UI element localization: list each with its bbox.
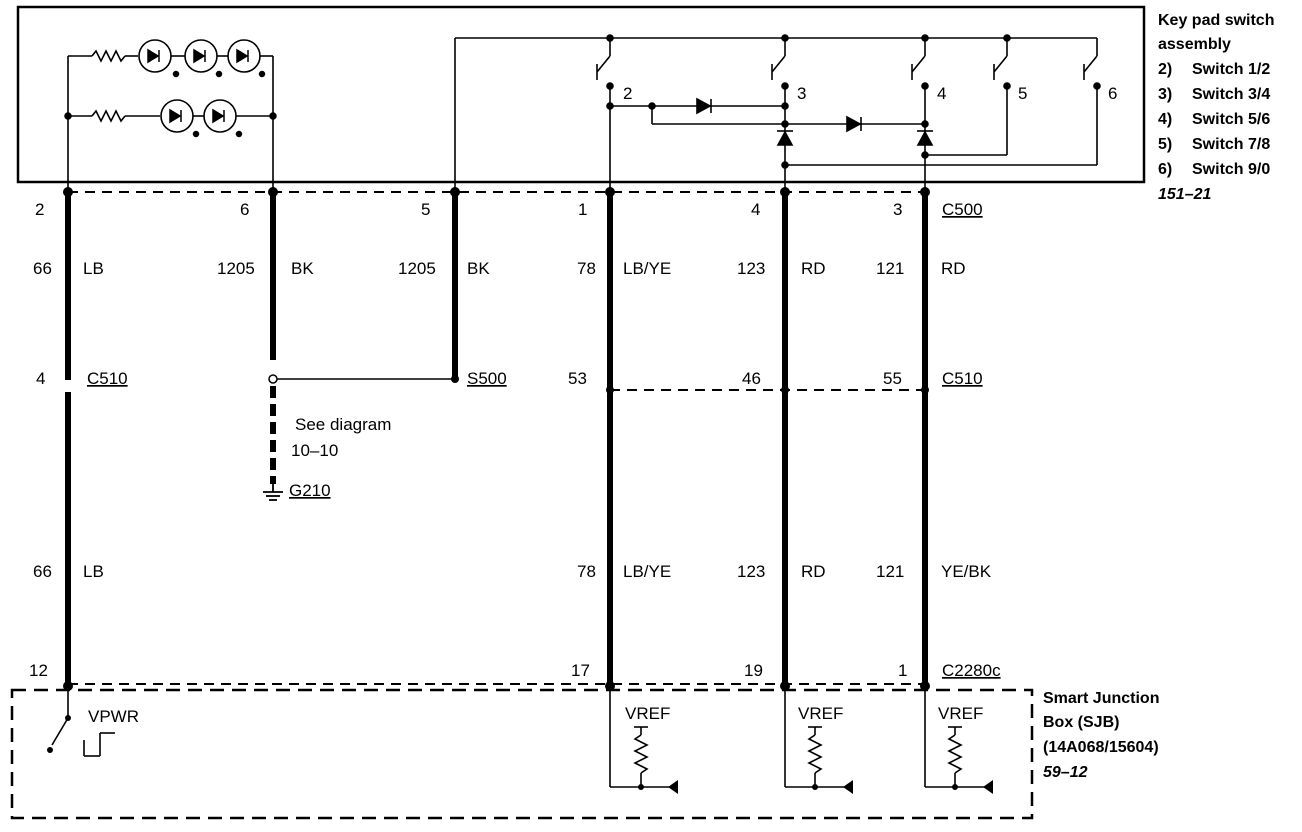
pin-bottom: 19 [744, 661, 763, 680]
ground-g210: G210 [289, 481, 331, 500]
pin-mid: 55 [883, 369, 902, 388]
wire-circuit: 121 [876, 562, 904, 581]
wire-color: BK [291, 259, 314, 278]
pin-bottom: 12 [29, 661, 48, 680]
wire-circuit: 123 [737, 259, 765, 278]
wire-junctions [63, 187, 930, 691]
vpwr-label: VPWR [88, 707, 139, 726]
switch-matrix [454, 37, 1098, 190]
wire-circuit: 123 [737, 562, 765, 581]
ground-icon [263, 484, 283, 501]
pin-top: 6 [240, 200, 249, 219]
wire-circuit: 1205 [217, 259, 255, 278]
pin-top: 2 [35, 200, 44, 219]
wire-circuit: 78 [577, 562, 596, 581]
connector-dashes [68, 191, 925, 685]
connector-c510: C510 [942, 369, 983, 388]
led-diode-symbols [64, 48, 277, 138]
sjb-title-line1: Smart Junction [1043, 690, 1159, 707]
wire-color: RD [801, 259, 826, 278]
vpwr-switch-icon [51, 690, 115, 757]
keypad-item-label: Switch 5/6 [1192, 111, 1270, 128]
wire-color: RD [801, 562, 826, 581]
see-diagram-line2: 10–10 [291, 441, 338, 460]
switch-diodes [606, 34, 1101, 169]
pin-top: 1 [578, 200, 587, 219]
keypad-item-num: 5) [1158, 136, 1172, 153]
sjb-box [10, 688, 1034, 820]
keypad-item-label: Switch 1/2 [1192, 61, 1270, 78]
switch-number-2: 2 [623, 84, 632, 103]
pin-mid: 4 [36, 369, 45, 388]
vpwr-node [65, 715, 71, 721]
harness-wires [65, 190, 928, 686]
connector-c510: C510 [87, 369, 128, 388]
pin-top: 3 [893, 200, 902, 219]
switch-number-6: 6 [1108, 84, 1117, 103]
pin-mid: 53 [568, 369, 587, 388]
vref-label: VREF [938, 704, 983, 723]
keypad-item-num: 3) [1158, 86, 1172, 103]
switch-number-3: 3 [797, 84, 806, 103]
wire-color: LB/YE [623, 562, 671, 581]
connector-c500: C500 [942, 200, 983, 219]
pin-top: 4 [751, 200, 760, 219]
switch-number-5: 5 [1018, 84, 1027, 103]
wire-circuit: 121 [876, 259, 904, 278]
led-array [67, 39, 274, 190]
pin-bottom: 17 [571, 661, 590, 680]
sjb-title-line2: Box (SJB) [1043, 714, 1119, 731]
keypad-item-num: 2) [1158, 61, 1172, 78]
wire-color: LB/YE [623, 259, 671, 278]
pin-bottom: 1 [898, 661, 907, 680]
see-diagram-line1: See diagram [295, 415, 391, 434]
wire-color: BK [467, 259, 490, 278]
splice-s500: S500 [467, 369, 507, 388]
vref-label: VREF [798, 704, 843, 723]
connector-c2280c: C2280c [942, 661, 1001, 680]
wire-color: RD [941, 259, 966, 278]
keypad-item-label: Switch 9/0 [1192, 161, 1270, 178]
keypad-ref: 151–21 [1158, 186, 1211, 203]
keypad-item-num: 6) [1158, 161, 1172, 178]
sjb-ref: 59–12 [1043, 764, 1088, 781]
wire-color: YE/BK [941, 562, 992, 581]
wire-circuit: 78 [577, 259, 596, 278]
wire-color: LB [83, 259, 104, 278]
wire-circuit: 66 [33, 259, 52, 278]
keypad-title-line2: assembly [1158, 36, 1231, 53]
vpwr-node [47, 747, 53, 753]
sjb-title-line3: (14A068/15604) [1043, 739, 1159, 756]
keypad-item-label: Switch 3/4 [1192, 86, 1270, 103]
wire-circuit: 66 [33, 562, 52, 581]
wire-circuit: 1205 [398, 259, 436, 278]
vref-label: VREF [625, 704, 670, 723]
keypad-item-label: Switch 7/8 [1192, 136, 1270, 153]
wire-color: LB [83, 562, 104, 581]
keypad-assembly-box [16, 5, 1146, 184]
pin-mid: 46 [742, 369, 761, 388]
keypad-title-line1: Key pad switch [1158, 12, 1274, 29]
switch-number-4: 4 [937, 84, 946, 103]
keypad-item-num: 4) [1158, 111, 1172, 128]
vref-ground-arrows [638, 780, 993, 794]
pin-top: 5 [421, 200, 430, 219]
